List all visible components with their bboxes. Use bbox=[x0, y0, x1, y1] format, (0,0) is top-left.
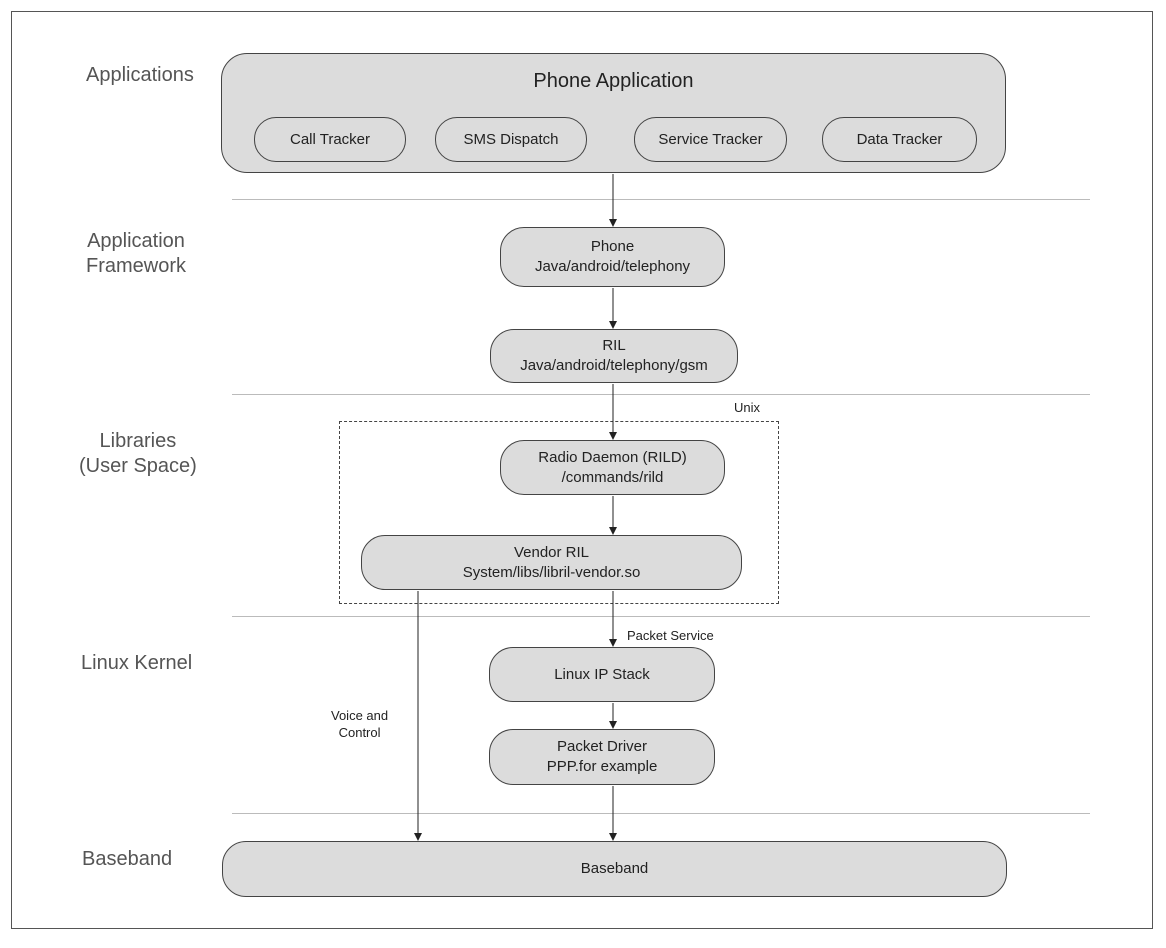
unix-label: Unix bbox=[734, 400, 761, 415]
layer-label-baseband: Baseband bbox=[82, 848, 173, 870]
phone-application-box: Phone Application Call Tracker SMS Dispa… bbox=[221, 53, 1006, 173]
voice-control-label: Voice and Control bbox=[331, 708, 389, 740]
service-tracker-box: Service Tracker bbox=[634, 117, 787, 162]
layer-separator bbox=[232, 199, 1090, 200]
data-tracker-box: Data Tracker bbox=[822, 117, 977, 162]
layer-separator bbox=[232, 813, 1090, 814]
sms-dispatch-box: SMS Dispatch bbox=[435, 117, 587, 162]
phone-framework-box: Phone Java/android/telephony bbox=[500, 227, 725, 287]
phone-application-title: Phone Application bbox=[533, 70, 694, 92]
packet-driver-box: Packet Driver PPP.for example bbox=[489, 729, 715, 785]
radio-daemon-box: Radio Daemon (RILD) /commands/rild bbox=[500, 440, 725, 495]
baseband-box: Baseband bbox=[222, 841, 1007, 897]
layer-label-linux-kernel: Linux Kernel bbox=[81, 652, 193, 674]
layer-label-libraries: Libraries (User Space) bbox=[79, 430, 197, 477]
packet-service-label: Packet Service bbox=[627, 628, 714, 643]
layer-label-application-framework: Application Framework bbox=[86, 230, 187, 277]
vendor-ril-box: Vendor RIL System/libs/libril-vendor.so bbox=[361, 535, 742, 590]
layer-label-applications: Applications bbox=[86, 64, 194, 86]
layer-separator bbox=[232, 616, 1090, 617]
call-tracker-box: Call Tracker bbox=[254, 117, 406, 162]
ril-box: RIL Java/android/telephony/gsm bbox=[490, 329, 738, 383]
linux-ip-stack-box: Linux IP Stack bbox=[489, 647, 715, 702]
layer-separator bbox=[232, 394, 1090, 395]
unix-socket-region bbox=[339, 421, 779, 604]
diagram-frame bbox=[11, 11, 1153, 929]
